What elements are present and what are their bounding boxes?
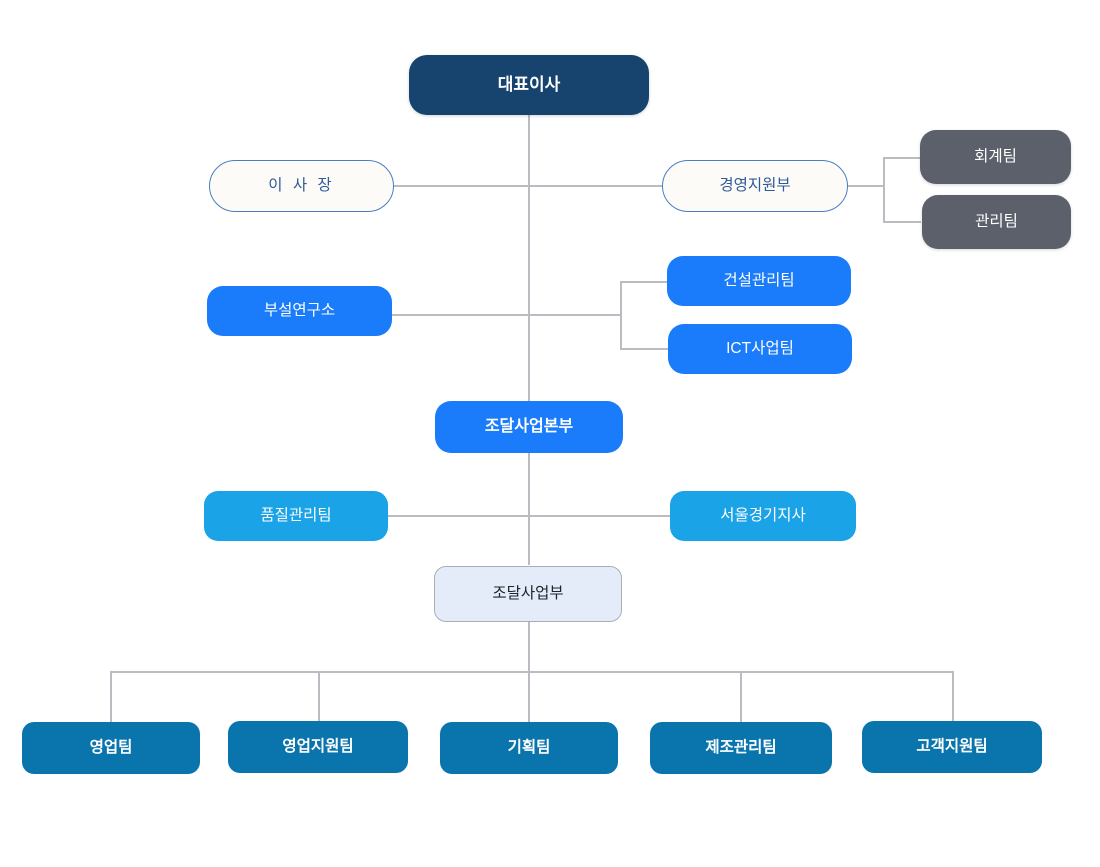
node-procurement-hq[interactable]: 조달사업본부: [435, 401, 623, 453]
node-ict-business-team[interactable]: ICT사업팀: [668, 324, 852, 374]
node-planning-team-label: 기획팀: [507, 738, 551, 756]
connector-arm-construction: [620, 281, 668, 283]
connector-drop-customer-support: [952, 671, 954, 723]
node-sales-team-label: 영업팀: [89, 738, 133, 756]
node-quality-mgmt-team[interactable]: 품질관리팀: [204, 491, 388, 541]
connector-bracket-accounting-admin: [883, 157, 885, 223]
node-research-institute[interactable]: 부설연구소: [207, 286, 392, 336]
connector-bracket-construction-ict: [620, 281, 622, 349]
node-management-support-label: 경영지원부: [719, 176, 791, 194]
connector-drop-sales: [110, 671, 112, 723]
node-manufacturing-mgmt-team[interactable]: 제조관리팀: [650, 722, 832, 774]
connector-arm-ict: [620, 348, 668, 350]
node-research-institute-label: 부설연구소: [263, 301, 336, 319]
node-construction-mgmt-team-label: 건설관리팀: [723, 271, 795, 289]
node-ict-business-team-label: ICT사업팀: [726, 339, 794, 357]
connector-arm-accounting: [883, 157, 921, 159]
connector-drop-sales-support: [318, 671, 320, 723]
node-customer-support-team[interactable]: 고객지원팀: [862, 721, 1042, 773]
connector-spine-lower: [528, 622, 530, 672]
node-seoul-gyeonggi-branch-label: 서울경기지사: [720, 506, 806, 524]
connector-spine-upper: [528, 115, 530, 565]
node-accounting-team[interactable]: 회계팀: [920, 130, 1071, 184]
node-ceo-label: 대표이사: [497, 74, 561, 94]
connector-tier2-horizontal: [394, 185, 664, 187]
node-admin-team-label: 관리팀: [975, 212, 1018, 230]
node-sales-support-team-label: 영업지원팀: [282, 737, 354, 755]
node-planning-team[interactable]: 기획팀: [440, 722, 618, 774]
node-sales-support-team[interactable]: 영업지원팀: [228, 721, 408, 773]
connector-arm-admin: [883, 221, 921, 223]
node-admin-team[interactable]: 관리팀: [922, 195, 1071, 249]
node-procurement-div[interactable]: 조달사업부: [434, 566, 622, 622]
node-customer-support-team-label: 고객지원팀: [916, 737, 988, 755]
node-chairman-label: 이 사 장: [268, 176, 335, 194]
node-procurement-div-label: 조달사업부: [492, 584, 564, 602]
node-procurement-hq-label: 조달사업본부: [484, 418, 574, 436]
node-management-support[interactable]: 경영지원부: [662, 160, 848, 212]
connector-mgmt-to-bracket: [847, 185, 884, 187]
node-sales-team[interactable]: 영업팀: [22, 722, 200, 774]
connector-drop-manufacturing: [740, 671, 742, 723]
connector-drop-planning: [528, 671, 530, 723]
node-construction-mgmt-team[interactable]: 건설관리팀: [667, 256, 851, 306]
connector-tier3-horizontal: [392, 314, 622, 316]
node-chairman[interactable]: 이 사 장: [209, 160, 394, 212]
node-accounting-team-label: 회계팀: [974, 147, 1017, 165]
node-manufacturing-mgmt-team-label: 제조관리팀: [705, 738, 777, 756]
connector-tier5-horizontal: [388, 515, 670, 517]
connector-bottom-bus: [110, 671, 954, 673]
node-quality-mgmt-team-label: 품질관리팀: [260, 506, 332, 524]
node-ceo[interactable]: 대표이사: [409, 55, 649, 115]
node-seoul-gyeonggi-branch[interactable]: 서울경기지사: [670, 491, 856, 541]
